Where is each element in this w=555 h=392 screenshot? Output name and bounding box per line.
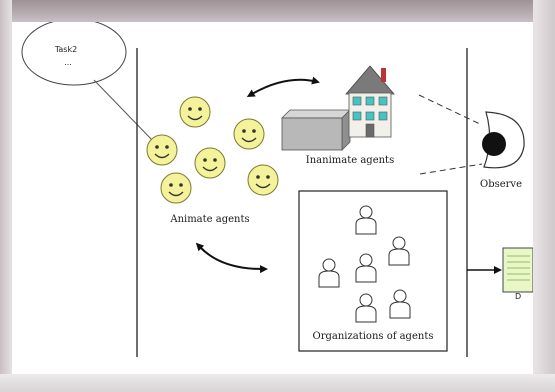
task-bubble-title: Task2 [54, 45, 77, 54]
organizations-label: Organizations of agents [313, 331, 434, 342]
frame-right-border [533, 0, 555, 392]
document-icon [502, 247, 533, 293]
box-icon [281, 109, 351, 151]
smiley-icon [179, 96, 211, 128]
observer-label: Observe [480, 179, 522, 190]
animate-agents-label: Animate agents [169, 214, 249, 225]
inanimate-agents-label: Inanimate agents [306, 155, 394, 166]
smiley-icon [233, 118, 265, 150]
smiley-icon [247, 164, 279, 196]
task-bubble-ellipsis: ... [64, 58, 72, 67]
document-label: D [515, 292, 521, 301]
diagram-svg: Task2 ... [21, 22, 533, 357]
person-icon [318, 258, 340, 288]
task-connector-line [93, 79, 155, 143]
eye-icon [482, 111, 525, 169]
organization-people-group [318, 205, 411, 323]
smiley-icon [160, 172, 192, 204]
frame-bottom-border [0, 374, 555, 392]
observer-sight-line-bottom [419, 163, 483, 175]
person-icon [355, 293, 377, 323]
observer-sight-line-top [418, 94, 483, 126]
person-icon [355, 253, 377, 283]
animate-agents-group [146, 96, 279, 204]
smiley-icon [194, 147, 226, 179]
person-icon [355, 205, 377, 235]
interaction-arrow-bottom [195, 242, 268, 274]
person-icon [389, 289, 411, 319]
smiley-icon [146, 134, 178, 166]
interaction-arrow-top [246, 76, 320, 97]
diagram-canvas: Task2 ... [12, 22, 533, 374]
task-bubble: Task2 ... [21, 22, 127, 86]
frame-top-border [0, 0, 555, 22]
frame-left-border [0, 0, 12, 392]
person-icon [388, 236, 410, 266]
house-icon [345, 65, 395, 138]
